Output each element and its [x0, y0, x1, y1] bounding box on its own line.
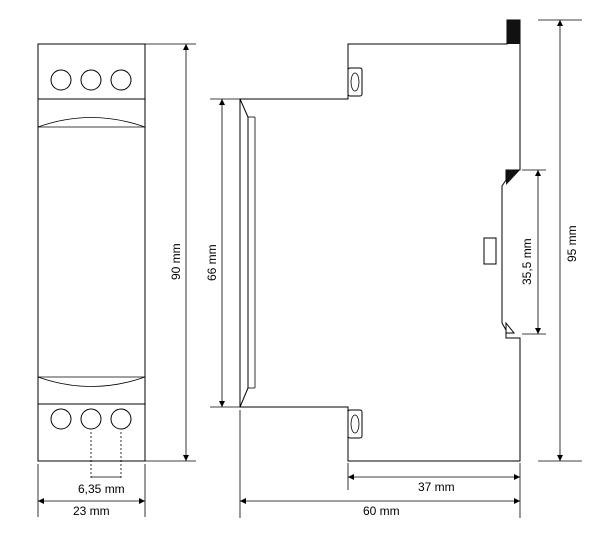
arrow-icon: [557, 455, 563, 461]
front-housing: [37, 43, 146, 462]
arrow-icon: [514, 498, 520, 504]
total-depth-label: 60 mm: [363, 504, 400, 518]
side-view: 66 mm 95 mm 35,5 mm 37 mm 60 mm: [205, 19, 582, 518]
side-screw-top: [347, 67, 363, 97]
side-screw-top-head: [350, 72, 360, 92]
arrow-icon: [535, 170, 541, 176]
arrow-icon: [219, 401, 225, 407]
front-height-label: 90 mm: [169, 243, 183, 280]
arrow-icon: [183, 44, 189, 50]
terminal-screw-bottom-3: [110, 408, 132, 430]
rail-latch-bottom: [505, 321, 516, 334]
front-view: 6,35 mm 23 mm 90 mm: [37, 43, 196, 518]
terminal-screw-top-1: [50, 69, 72, 91]
arrow-icon: [557, 20, 563, 26]
arrow-icon: [139, 498, 145, 504]
arrow-icon: [535, 328, 541, 334]
terminal-screw-bottom-1: [50, 408, 72, 430]
arrow-icon: [240, 498, 246, 504]
front-bottom-curve: [37, 376, 146, 387]
terminal-screw-bottom-2: [80, 408, 102, 430]
top-clip: [507, 20, 520, 44]
side-front-taper: [239, 98, 249, 408]
side-screw-bottom: [347, 409, 363, 439]
terminal-screw-top-3: [110, 69, 132, 91]
side-inner-height-label: 66 mm: [205, 244, 219, 281]
arrow-icon: [514, 474, 520, 480]
rail-height-label: 35,5 mm: [520, 238, 534, 285]
side-housing-outline: [239, 19, 521, 462]
side-screw-bottom-head: [350, 414, 360, 434]
arrow-icon: [38, 498, 44, 504]
arrow-icon: [219, 99, 225, 105]
release-slot: [483, 237, 497, 265]
arrow-icon: [348, 474, 354, 480]
rail-depth-label: 37 mm: [418, 480, 455, 494]
arrow-icon: [183, 455, 189, 461]
terminal-screw-top-2: [80, 69, 102, 91]
front-width-label: 23 mm: [73, 504, 110, 518]
rail-latch-top: [506, 170, 520, 185]
total-height-label: 95 mm: [565, 225, 579, 262]
terminal-pitch-label: 6,35 mm: [78, 482, 125, 496]
front-top-curve: [37, 117, 146, 128]
